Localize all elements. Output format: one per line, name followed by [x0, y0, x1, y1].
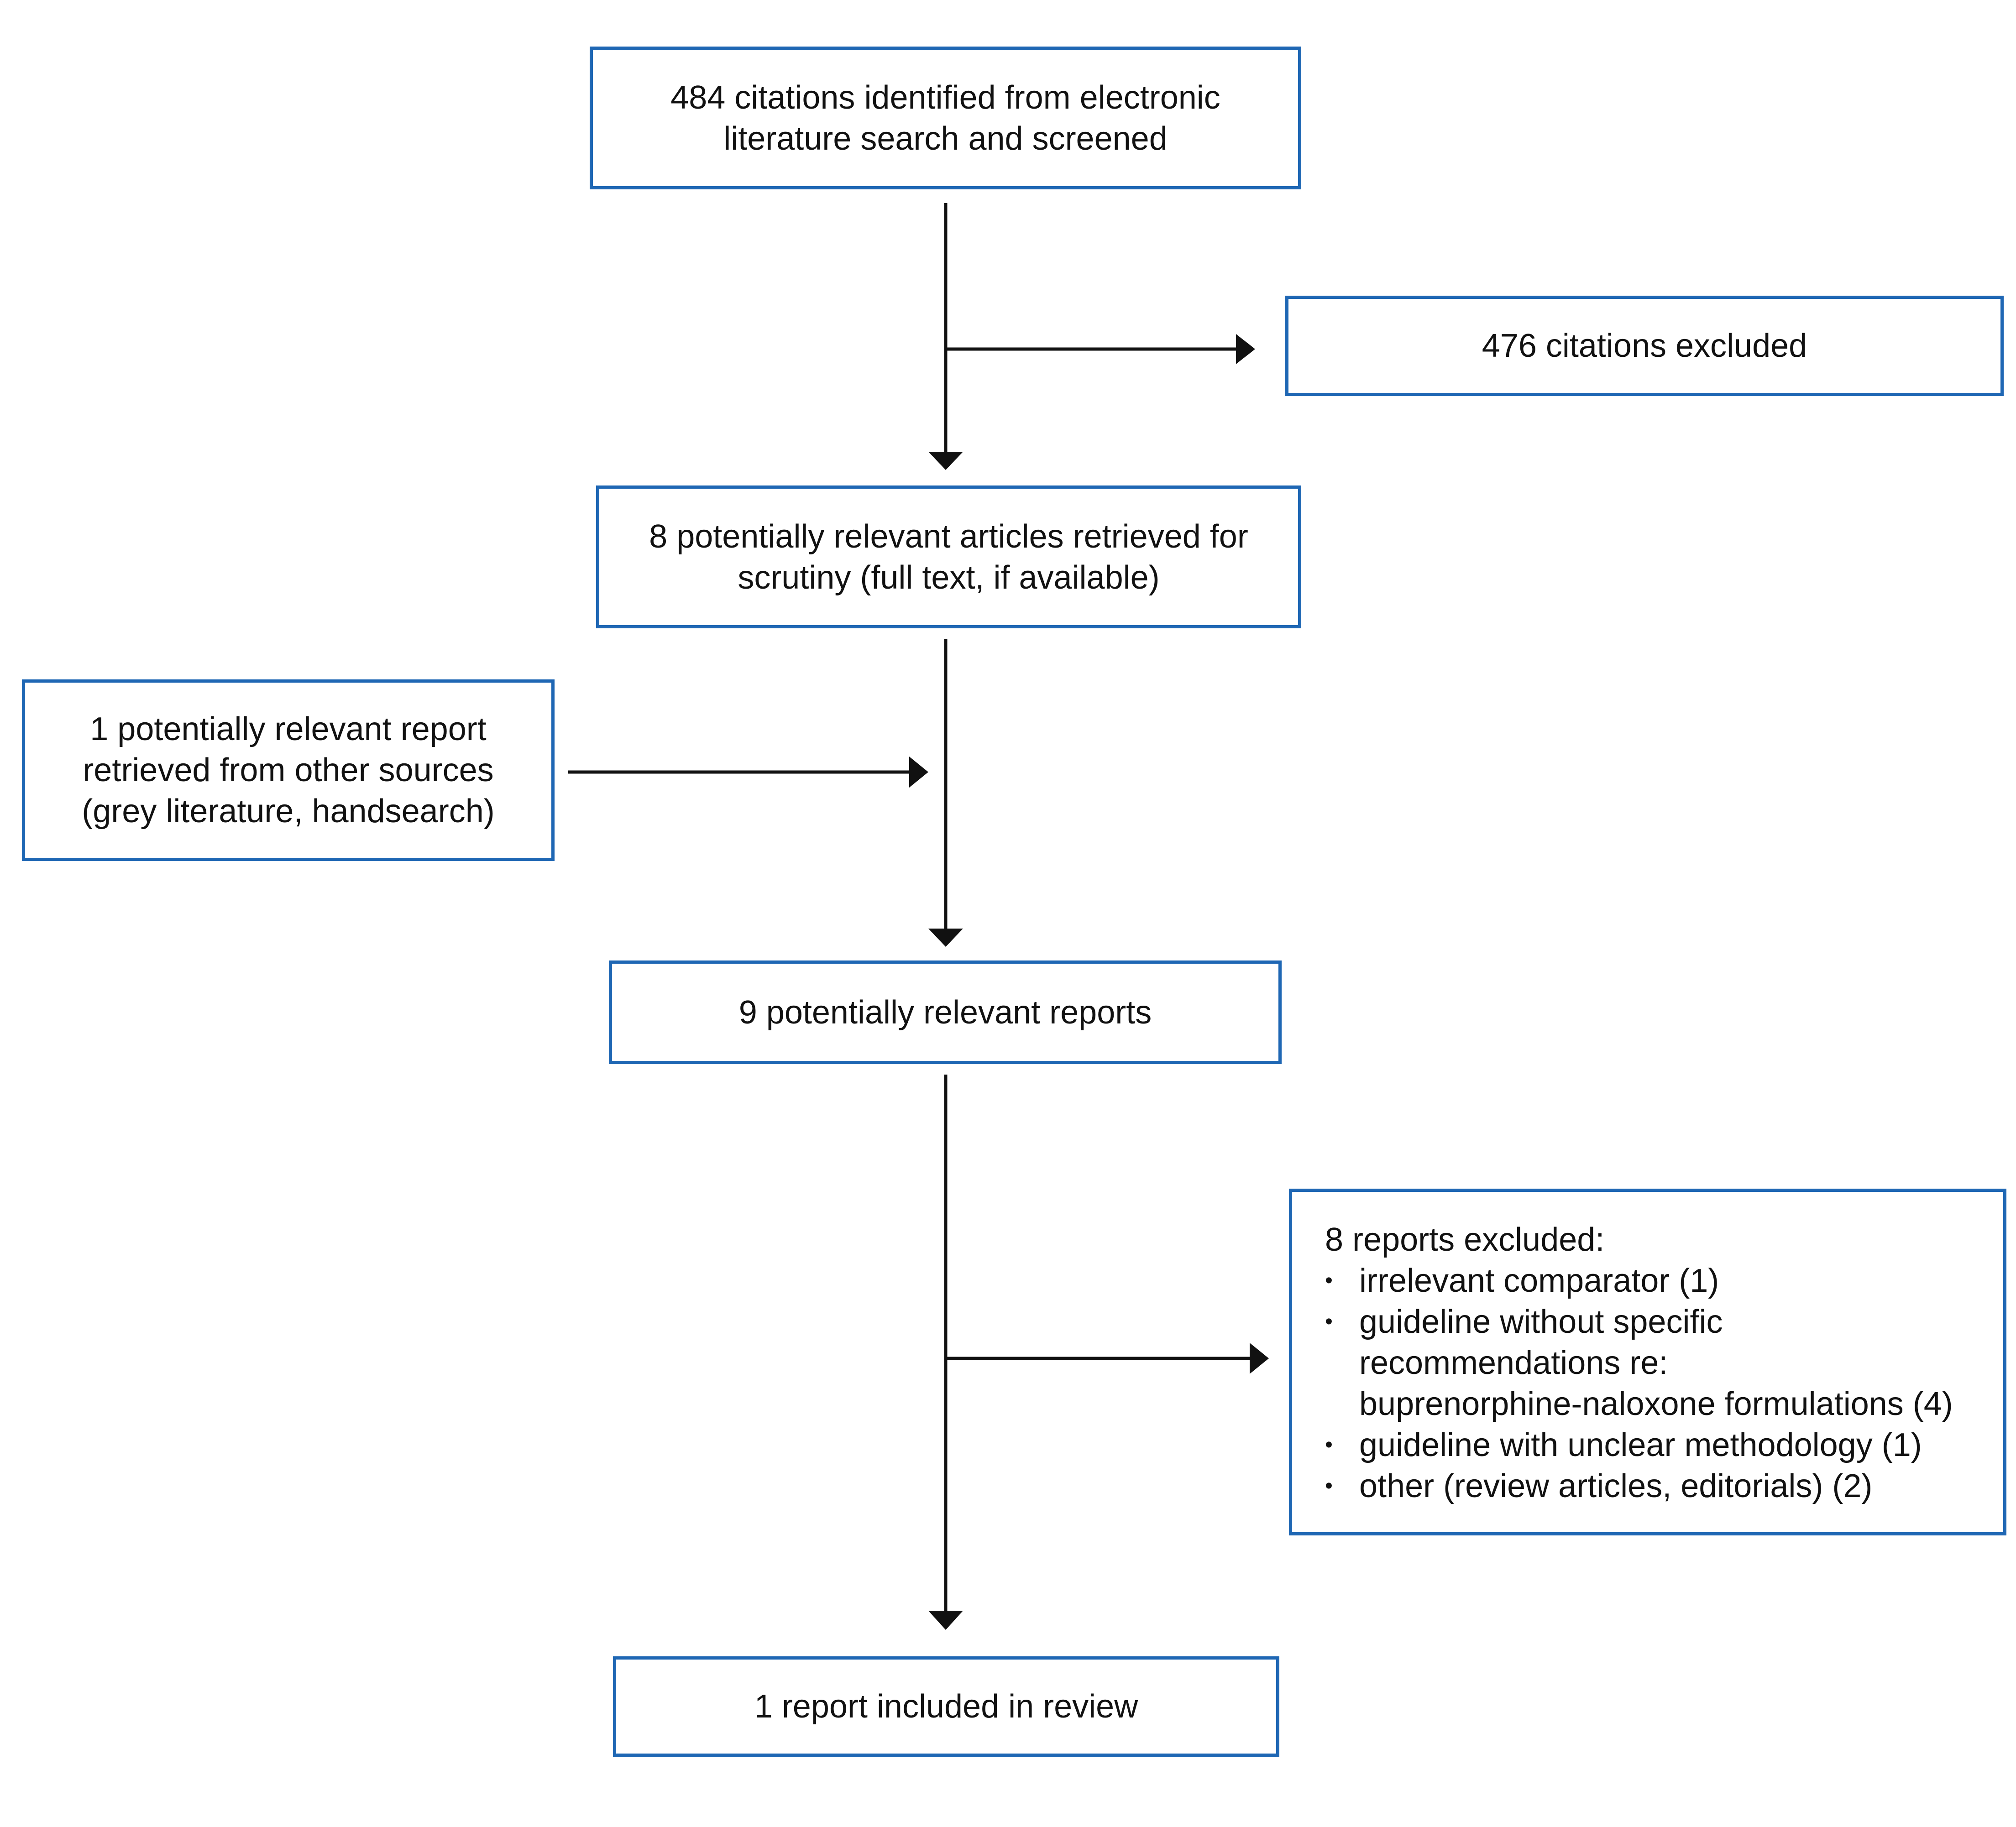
exclusion-reason-item: • guideline without specific recommendat…	[1325, 1301, 1953, 1425]
exclusion-reason-line: irrelevant comparator (1)	[1359, 1263, 1719, 1299]
other-sources-line-2: retrieved from other sources	[83, 752, 494, 788]
potentially-relevant-reports-text: 9 potentially relevant reports	[738, 994, 1152, 1031]
exclusion-reasons-list: • irrelevant comparator (1) • guideline …	[1325, 1260, 1953, 1507]
identified-citations-line-1: 484 citations identified from electronic	[670, 79, 1220, 116]
reports-excluded-heading: 8 reports excluded:	[1325, 1221, 1605, 1258]
citations-excluded-box: 476 citations excluded	[1285, 296, 2004, 396]
exclusion-reason-item: • other (review articles, editorials) (2…	[1325, 1466, 1953, 1507]
identified-citations-box: 484 citations identified from electronic…	[590, 47, 1301, 189]
arrowhead-right-reports-excluded	[1250, 1343, 1269, 1374]
arrowhead-right-citations-excluded	[1236, 334, 1255, 364]
exclusion-reason-line: guideline without specific	[1359, 1304, 1723, 1340]
citations-excluded-text: 476 citations excluded	[1482, 328, 1807, 364]
bullet-icon: •	[1325, 1433, 1333, 1457]
reports-excluded-box: 8 reports excluded: • irrelevant compara…	[1289, 1189, 2006, 1535]
other-sources-box: 1 potentially relevant report retrieved …	[22, 679, 555, 861]
identified-citations-line-2: literature search and screened	[723, 120, 1168, 157]
exclusion-reason-line: buprenorphine-naloxone formulations (4)	[1359, 1386, 1953, 1422]
articles-retrieved-line-2: scrutiny (full text, if available)	[738, 559, 1160, 596]
bullet-icon: •	[1325, 1268, 1333, 1293]
report-included-text: 1 report included in review	[754, 1688, 1138, 1725]
exclusion-reason-line: guideline with unclear methodology (1)	[1359, 1427, 1922, 1463]
report-included-box: 1 report included in review	[613, 1656, 1279, 1757]
articles-retrieved-box: 8 potentially relevant articles retrieve…	[596, 485, 1301, 628]
other-sources-line-1: 1 potentially relevant report	[90, 711, 487, 747]
exclusion-reason-item: • guideline with unclear methodology (1)	[1325, 1425, 1953, 1466]
exclusion-reason-line: recommendations re:	[1359, 1345, 1668, 1381]
arrowhead-down-retrieved	[928, 452, 963, 470]
exclusion-reason-line: other (review articles, editorials) (2)	[1359, 1468, 1873, 1504]
bullet-icon: •	[1325, 1310, 1333, 1334]
exclusion-reason-item: • irrelevant comparator (1)	[1325, 1260, 1953, 1301]
articles-retrieved-line-1: 8 potentially relevant articles retrieve…	[649, 518, 1248, 555]
bullet-icon: •	[1325, 1474, 1333, 1498]
arrowhead-right-other-sources	[909, 757, 928, 788]
arrowhead-down-relevant	[928, 929, 963, 947]
potentially-relevant-reports-box: 9 potentially relevant reports	[609, 960, 1282, 1064]
other-sources-line-3: (grey literature, handsearch)	[82, 793, 495, 830]
arrowhead-down-included	[928, 1611, 963, 1630]
